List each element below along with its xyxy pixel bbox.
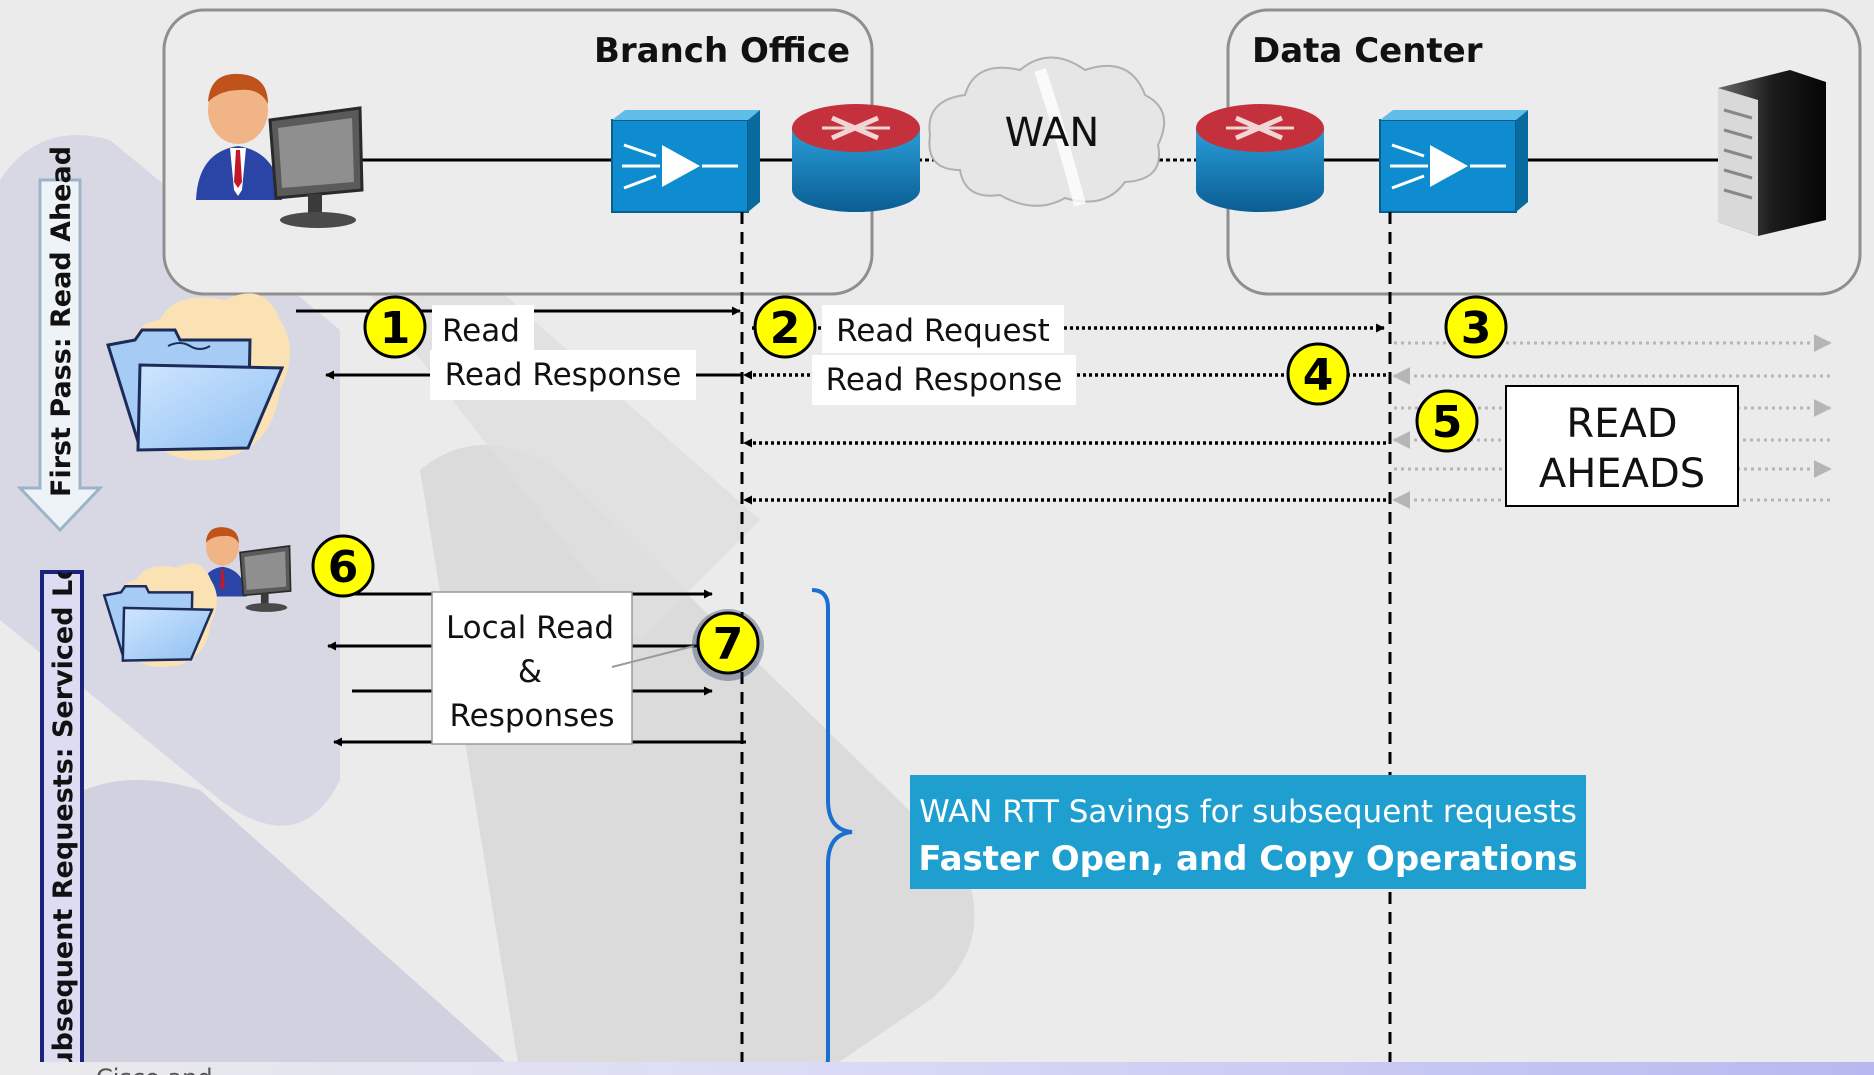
step-6-badge: 6 <box>311 534 375 598</box>
step-4-number: 4 <box>1303 350 1334 401</box>
step-5-number: 5 <box>1432 397 1463 448</box>
read-label: Read <box>442 313 520 349</box>
step-7-badge: 7 <box>692 609 764 681</box>
read-label-box <box>432 305 534 351</box>
user-workstation-small-icon <box>199 527 292 612</box>
read-response-label: Read Response <box>445 357 682 393</box>
folder-small-icon <box>102 563 218 667</box>
first-pass-label: First Pass: Read Ahead <box>46 146 77 497</box>
read-aheads-line1: READ <box>1566 401 1677 447</box>
read-response-box <box>430 350 696 400</box>
step-3-number: 3 <box>1461 303 1492 354</box>
branch-office-label: Branch Office <box>594 31 850 71</box>
read-response-wan-box <box>812 355 1076 405</box>
read-aheads-line2: AHEADS <box>1539 451 1705 497</box>
branch-wae-icon <box>611 110 760 213</box>
datacenter-wae-icon <box>1379 110 1528 213</box>
step-6-number: 6 <box>328 542 359 593</box>
local-read-line1: Local Read <box>446 610 614 646</box>
wan-label: WAN <box>1005 110 1100 156</box>
first-pass-arrow <box>16 178 104 533</box>
savings-line2: Faster Open, and Copy Operations <box>918 839 1577 879</box>
bottom-bar <box>0 1062 1874 1075</box>
step-2-badge: 2 <box>753 295 817 359</box>
step-2-number: 2 <box>770 303 801 354</box>
step-7-number: 7 <box>713 619 744 670</box>
subsequent-requests-label: Subsequent Requests: Serviced Locally <box>48 491 79 1075</box>
savings-line1: WAN RTT Savings for subsequent requests <box>919 794 1577 830</box>
read-response-wan-label: Read Response <box>826 362 1063 398</box>
subsequent-requests-bar <box>40 570 84 1075</box>
server-icon <box>1718 70 1826 236</box>
step7-pointer <box>611 645 695 668</box>
step-1-number: 1 <box>380 303 411 354</box>
wan-cloud-icon <box>928 56 1166 207</box>
folder-icon <box>106 293 290 461</box>
step-3-badge: 3 <box>1444 295 1508 359</box>
data-center-label: Data Center <box>1252 31 1483 71</box>
read-aheads-box <box>1505 385 1739 507</box>
user-workstation-icon <box>196 73 364 228</box>
local-read-line3: Responses <box>449 698 614 734</box>
datacenter-router-icon <box>1196 104 1324 212</box>
step-4-badge: 4 <box>1286 342 1350 406</box>
step-1-badge: 1 <box>363 295 427 359</box>
savings-box <box>910 775 1586 889</box>
read-request-label: Read Request <box>836 313 1050 349</box>
step-5-badge: 5 <box>1415 389 1479 453</box>
branch-router-icon <box>792 104 920 212</box>
footer-text: Cisco and <box>96 1064 213 1075</box>
read-request-box <box>822 305 1064 353</box>
local-read-box <box>431 591 633 745</box>
local-read-line2: & <box>518 654 542 690</box>
